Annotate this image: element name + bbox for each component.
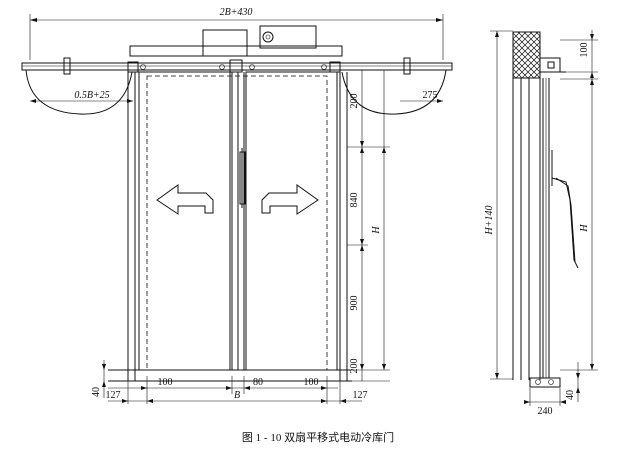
right-panel-label: 100 bbox=[304, 377, 319, 388]
arrow-icon bbox=[495, 373, 499, 379]
arrow-icon bbox=[30, 99, 36, 103]
sill-roller-icon bbox=[548, 379, 554, 385]
left-panel-label: 100 bbox=[158, 377, 173, 388]
pulley-hub-icon bbox=[265, 34, 271, 40]
wall-section-hatched bbox=[512, 31, 541, 79]
arrow-icon bbox=[382, 364, 386, 370]
bottom-gap-label: 40 bbox=[91, 387, 102, 397]
arrow-icon bbox=[360, 239, 364, 245]
arrow-icon bbox=[590, 364, 594, 370]
side-roller-icon bbox=[547, 61, 555, 69]
arrow-icon bbox=[360, 141, 364, 147]
arrow-icon bbox=[576, 373, 580, 379]
rail-bracket bbox=[229, 59, 243, 73]
arrow-icon bbox=[360, 245, 364, 251]
depth-label: 240 bbox=[538, 406, 553, 417]
top-rail bbox=[21, 62, 453, 71]
right-edge-label: 127 bbox=[353, 390, 368, 401]
rail-bracket bbox=[403, 57, 411, 75]
roller-icon bbox=[219, 64, 225, 70]
total-height-label: H+140 bbox=[484, 206, 495, 236]
overall-width-label: 2B+430 bbox=[220, 7, 253, 18]
arrow-icon bbox=[122, 399, 128, 403]
arrow-icon bbox=[437, 99, 443, 103]
arrow-icon bbox=[560, 400, 566, 404]
side-view: H+140 100 H 40 240 bbox=[484, 30, 598, 417]
gearbox bbox=[259, 25, 317, 49]
roller-icon bbox=[321, 64, 327, 70]
height-label: H bbox=[371, 226, 382, 235]
right-cable-curve bbox=[341, 69, 447, 115]
left-door-leaf bbox=[138, 71, 231, 371]
upper-part-label: 840 bbox=[349, 193, 360, 208]
arrow-icon bbox=[495, 31, 499, 37]
lower-part-label: 900 bbox=[349, 296, 360, 311]
left-cable-curve bbox=[25, 69, 133, 115]
arrow-icon bbox=[102, 381, 106, 387]
roller-icon bbox=[140, 64, 146, 70]
arrow-icon bbox=[382, 147, 386, 153]
arrow-icon bbox=[340, 399, 346, 403]
arrow-icon bbox=[321, 386, 327, 390]
rail-bracket bbox=[63, 57, 71, 75]
arrow-icon bbox=[360, 364, 364, 370]
side-handle-edge bbox=[555, 177, 576, 263]
top-dim-label: 100 bbox=[579, 43, 590, 58]
right-rail-label: 275 bbox=[423, 90, 438, 101]
left-rail-label: 0.5B+25 bbox=[74, 90, 109, 101]
arrow-icon bbox=[590, 72, 594, 78]
rail-bracket bbox=[127, 61, 139, 73]
arrow-icon bbox=[321, 399, 327, 403]
arrow-icon bbox=[30, 18, 37, 22]
arrow-icon bbox=[590, 79, 594, 85]
roller-icon bbox=[249, 64, 255, 70]
right-door-leaf bbox=[245, 71, 338, 371]
right-open-arrow-icon bbox=[261, 184, 319, 215]
arrow-icon bbox=[141, 386, 147, 390]
side-rail-bracket bbox=[539, 57, 561, 73]
clear-width-label: B bbox=[234, 390, 240, 401]
front-view: 2B+430 0.5B+25 275 bbox=[21, 7, 453, 404]
center-post-label: 80 bbox=[253, 377, 263, 388]
arrow-icon bbox=[147, 399, 153, 403]
motor-box bbox=[202, 29, 248, 57]
bottom-dim-label: 40 bbox=[565, 390, 576, 400]
left-edge-label: 127 bbox=[106, 390, 121, 401]
door-opening-outline bbox=[146, 75, 328, 371]
pulley-icon bbox=[262, 31, 274, 43]
arrow-icon bbox=[576, 387, 580, 393]
sill-roller-icon bbox=[535, 379, 541, 385]
side-sill bbox=[529, 377, 561, 388]
arrow-icon bbox=[244, 386, 250, 390]
bottom-offset-label: 200 bbox=[349, 359, 360, 374]
top-offset-label: 200 bbox=[349, 94, 360, 109]
arrow-icon bbox=[226, 386, 232, 390]
arrow-icon bbox=[524, 400, 530, 404]
figure-caption: 图 1 - 10 双扇平移式电动冷库门 bbox=[242, 430, 394, 444]
side-height-label: H bbox=[579, 224, 590, 233]
arrow-icon bbox=[360, 147, 364, 153]
arrow-icon bbox=[590, 34, 594, 40]
arrow-icon bbox=[102, 364, 106, 370]
left-open-arrow-icon bbox=[156, 184, 214, 215]
arrow-icon bbox=[436, 18, 443, 22]
